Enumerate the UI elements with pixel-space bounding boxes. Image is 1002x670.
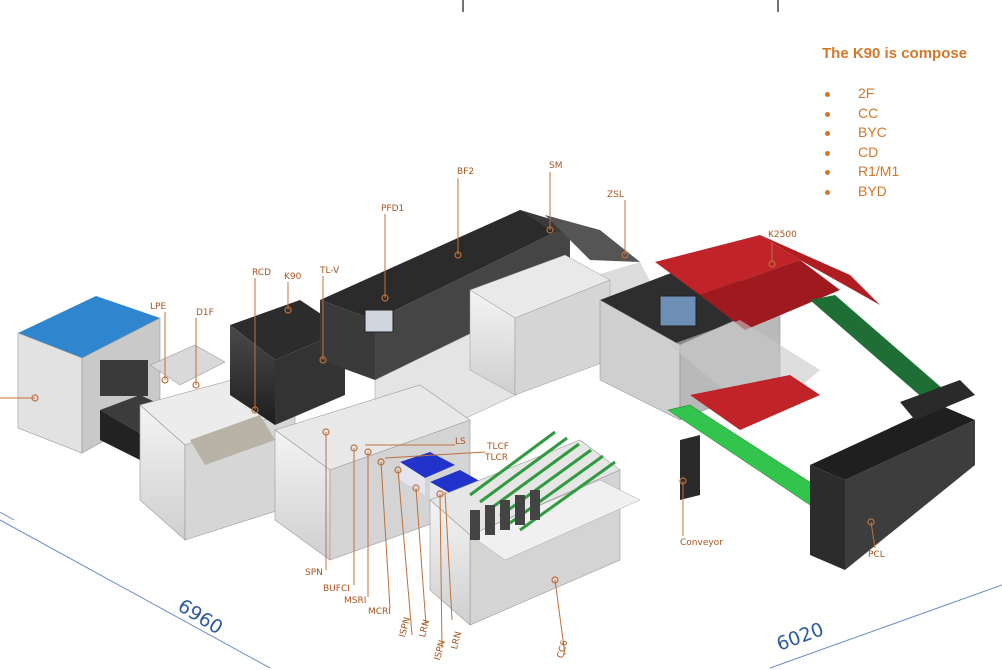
bullet-icon [825,150,830,156]
list-item: CC [822,104,899,124]
callout-ls: LS [455,437,466,447]
list-item: BYD [822,182,899,202]
callout-msri: MSRI [344,596,367,606]
right-white-modules [469,254,611,396]
callout-tlv: TL-V [320,266,340,276]
output-base [429,430,641,626]
callout-k2500: K2500 [768,230,797,240]
list-item: CD [822,143,899,163]
panel-title: The K90 is compose [822,45,968,62]
callout-k90: K90 [284,272,302,282]
bullet-icon [825,189,830,195]
module-list: 2F CC BYC CD R1/M1 BYD [822,84,899,202]
callout-spn: SPN [305,568,323,578]
callout-pfd1: PFD1 [381,204,405,214]
bullet-icon [825,92,830,97]
callout-conveyor: Conveyor [680,538,723,548]
callout-pcl: PCL [868,550,885,560]
callout-tlcr: TLCR [485,453,509,463]
bullet-icon [825,111,830,117]
list-item: BYC [822,123,899,143]
module-label: 2F [858,85,875,101]
module-label: CC [858,104,879,121]
callout-bufci: BUFCI [323,584,350,594]
list-item: 2F [822,84,899,104]
module-label: BYD [858,182,887,199]
callout-lpe: LPE [150,302,167,312]
leader-lines [0,172,876,656]
callout-sm: SM [549,161,563,171]
bullet-icon [825,131,830,137]
callout-bf2: BF2 [457,167,475,177]
callout-mcri: MCRI [368,607,391,617]
list-item: R1/M1 [822,162,899,182]
callout-tlcf: TLCF [487,442,509,452]
callout-markers [31,226,875,584]
module-label: R1/M1 [858,163,900,180]
module-label: CD [858,143,879,160]
dimension-lines [0,511,1002,669]
callout-d1f: D1F [196,308,214,318]
callout-zsl: ZSL [607,190,624,200]
module-label: BYC [858,124,887,141]
pcl-stacker [810,380,975,570]
bullet-icon [825,170,830,176]
red-frame [655,235,880,430]
callout-rcd: RCD [252,268,272,278]
